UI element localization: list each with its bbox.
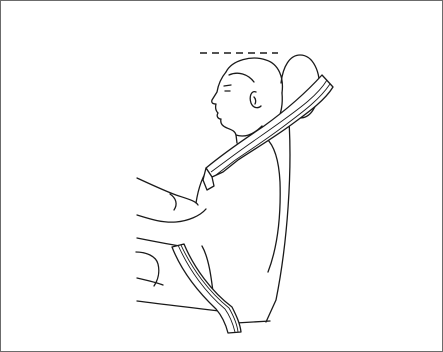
occupant-back <box>266 138 280 272</box>
occupant-forearm-lower <box>137 209 206 222</box>
occupant-face <box>212 72 237 143</box>
occupant-thigh-bottom <box>137 278 163 285</box>
occupant-ear-inner <box>254 97 256 104</box>
seat-back <box>266 121 290 322</box>
occupant-hairline <box>229 73 254 82</box>
occupant-hand-fold <box>170 194 176 210</box>
occupant-hair <box>226 58 282 93</box>
seat-cushion-edge <box>236 321 270 323</box>
occupant-brow <box>224 85 231 86</box>
occupant-thigh-top <box>137 238 180 246</box>
occupant-upper-arm <box>137 178 198 205</box>
